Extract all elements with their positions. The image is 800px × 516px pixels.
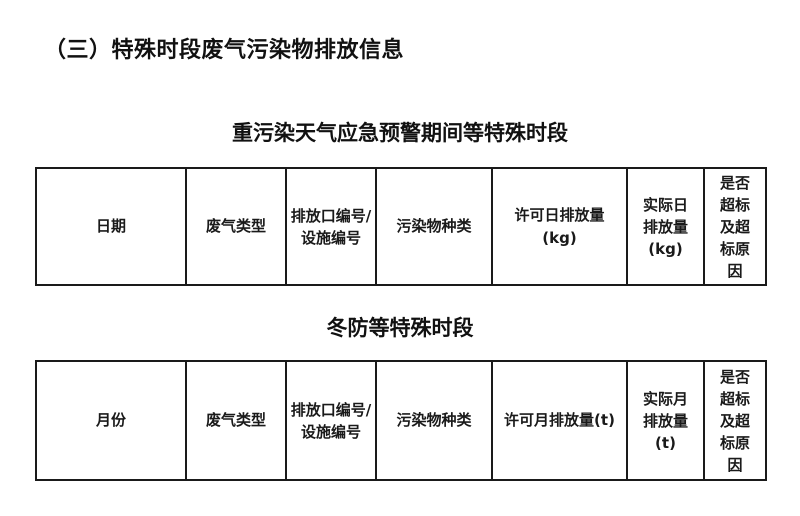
column-header-pollutant-type: 污染物种类 bbox=[375, 360, 493, 481]
table-caption-heavy-pollution: 重污染天气应急预警期间等特殊时段 bbox=[232, 121, 568, 145]
actual-daily-label: 实际日排放量 bbox=[642, 195, 688, 236]
column-header-gas-type: 废气类型 bbox=[185, 360, 287, 481]
table-caption-winter-prevention: 冬防等特殊时段 bbox=[326, 316, 474, 340]
winter-prevention-emission-table: 月份 废气类型 排放口编号/设施编号 污染物种类 许可月排放量(t) 实际月排放… bbox=[35, 360, 767, 481]
column-header-outlet-id: 排放口编号/设施编号 bbox=[285, 167, 377, 286]
column-header-exceed-reason: 是否超标及超标原因 bbox=[703, 360, 767, 481]
actual-daily-unit: (kg) bbox=[648, 239, 683, 258]
permitted-daily-unit: (kg) bbox=[542, 228, 577, 247]
column-header-permitted-monthly-emission: 许可月排放量(t) bbox=[491, 360, 628, 481]
column-header-outlet-id: 排放口编号/设施编号 bbox=[285, 360, 377, 481]
table-header-row: 日期 废气类型 排放口编号/设施编号 污染物种类 许可日排放量 (kg) 实际日… bbox=[35, 167, 767, 286]
column-header-date: 日期 bbox=[35, 167, 187, 286]
column-header-gas-type: 废气类型 bbox=[185, 167, 287, 286]
column-header-exceed-reason: 是否超标及超标原因 bbox=[703, 167, 767, 286]
section-heading: （三）特殊时段废气污染物排放信息 bbox=[44, 38, 405, 63]
column-header-actual-monthly-emission: 实际月排放量 (t) bbox=[626, 360, 705, 481]
actual-monthly-unit: (t) bbox=[655, 433, 676, 452]
heavy-pollution-emission-table: 日期 废气类型 排放口编号/设施编号 污染物种类 许可日排放量 (kg) 实际日… bbox=[35, 167, 767, 286]
table-header-row: 月份 废气类型 排放口编号/设施编号 污染物种类 许可月排放量(t) 实际月排放… bbox=[35, 360, 767, 481]
column-header-permitted-daily-emission: 许可日排放量 (kg) bbox=[491, 167, 628, 286]
column-header-pollutant-type: 污染物种类 bbox=[375, 167, 493, 286]
column-header-actual-daily-emission: 实际日排放量 (kg) bbox=[626, 167, 705, 286]
permitted-daily-label: 许可日排放量 bbox=[514, 205, 605, 224]
column-header-month: 月份 bbox=[35, 360, 187, 481]
actual-monthly-label: 实际月排放量 bbox=[642, 389, 688, 430]
